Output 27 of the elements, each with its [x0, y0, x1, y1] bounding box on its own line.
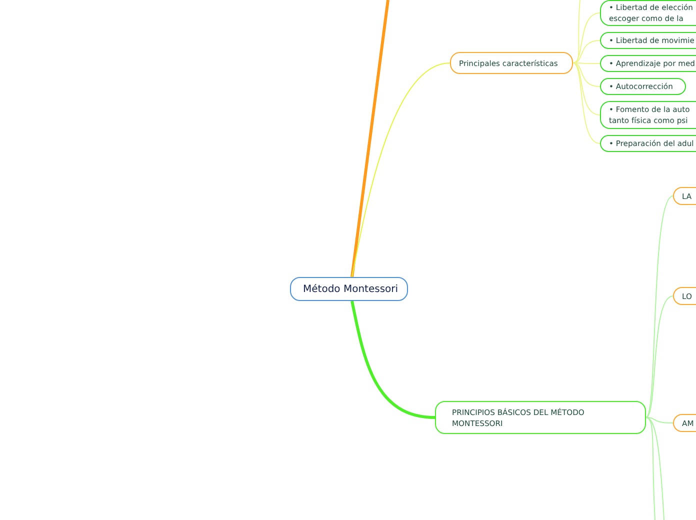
- topic-box: [435, 401, 646, 434]
- connector-line: [646, 417, 656, 520]
- topic-box: [673, 287, 696, 305]
- connector-line: [572, 12, 600, 64]
- topic-box: [290, 277, 408, 301]
- topic-box: [673, 414, 696, 432]
- connector-line: [352, 62, 450, 278]
- connector-line: [572, 40, 600, 64]
- connector-line: [646, 196, 674, 418]
- topic-box: [600, 135, 696, 152]
- topic-box: [600, 101, 696, 129]
- connector-line: [572, 62, 600, 116]
- topic-box: [600, 55, 696, 72]
- connector-line: [646, 417, 664, 520]
- connector-line: [572, 62, 600, 144]
- connector-line: [350, 300, 436, 419]
- topic-box: [450, 52, 573, 74]
- connector-line: [646, 296, 674, 418]
- topic-box: [600, 78, 686, 95]
- connector-line: [350, 0, 390, 278]
- topic-box: [600, 32, 696, 49]
- topic-box: [673, 187, 696, 205]
- connector-line: [646, 417, 674, 424]
- topic-text: Método Montessori: [303, 284, 398, 294]
- connector-line: [572, 62, 600, 64]
- connector-line: [572, 62, 600, 87]
- topic-box: [600, 0, 696, 26]
